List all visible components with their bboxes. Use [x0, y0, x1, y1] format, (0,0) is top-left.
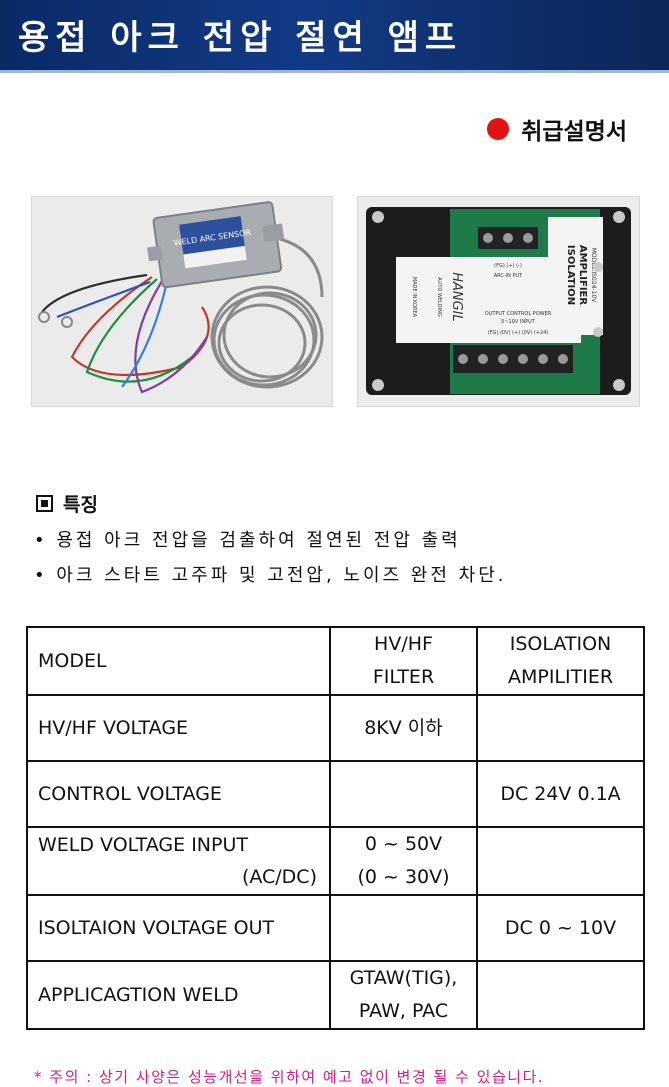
square-bullet-icon	[36, 495, 53, 512]
row-filter-value: GTAW(TIG), PAW, PAC	[329, 960, 478, 1030]
table-row: APPLICAGTION WELD GTAW(TIG), PAW, PAC	[26, 960, 645, 1030]
row-isolation-value	[476, 960, 645, 1030]
row-label: ISOLTAION VOLTAGE OUT	[26, 894, 331, 962]
sensor-photo-illustration: WELD ARC SENSOR	[32, 197, 332, 406]
amplifier-photo-illustration: ISOLATION AMPLIFIER MODEL:IS024-10V HANG…	[358, 197, 639, 406]
row-filter-line1: 0 ~ 50V	[364, 833, 443, 855]
row-label: CONTROL VOLTAGE	[26, 760, 331, 828]
header-isolation-cell: ISOLATION AMPILITIER	[476, 626, 645, 696]
board-title-2: AMPLIFIER	[577, 245, 588, 305]
header-model-cell: MODEL	[26, 626, 331, 696]
feature-item: • 용접 아크 전압을 검출하여 절연된 전압 출력	[34, 530, 461, 551]
footer-note: * 주의 : 상기 사양은 성능개선을 위하여 예고 없이 변경 될 수 있습니…	[34, 1068, 545, 1086]
row-filter-line1: GTAW(TIG),	[349, 967, 458, 989]
row-filter-value	[329, 760, 478, 828]
table-row: WELD VOLTAGE INPUT (AC/DC) 0 ~ 50V (0 ~ …	[26, 826, 645, 896]
row-isolation-value: DC 0 ~ 10V	[476, 894, 645, 962]
header-filter-line1: HV/HF	[374, 633, 433, 655]
header-isolation-line2: AMPILITIER	[507, 666, 614, 688]
row-isolation-value: DC 24V 0.1A	[476, 760, 645, 828]
board-out-terms: (FG) (0V) (+) (0V) (+24)	[488, 330, 549, 336]
row-label-line1: WELD VOLTAGE INPUT	[38, 834, 248, 856]
subtitle-text: 취급설명서	[521, 119, 627, 145]
page-title: 용접 아크 전압 절연 앰프	[18, 18, 463, 58]
board-made-in: MADE IN KOREA	[411, 277, 417, 318]
features-heading: 특징	[36, 490, 98, 517]
board-arc-label: ARC-IN PUT	[494, 273, 523, 279]
row-isolation-value	[476, 694, 645, 762]
feature-item: • 아크 스타트 고주파 및 고전압, 노이즈 완전 차단.	[34, 565, 507, 586]
red-dot-icon	[487, 118, 510, 140]
row-filter-value	[329, 894, 478, 962]
header-filter-line2: FILTER	[372, 666, 435, 688]
product-photo-amplifier: ISOLATION AMPLIFIER MODEL:IS024-10V HANG…	[357, 196, 640, 407]
board-brand-sub: AUTO WELDING	[436, 277, 442, 317]
table-row: CONTROL VOLTAGE DC 24V 0.1A	[26, 760, 645, 828]
manual-subtitle: 취급설명서	[487, 112, 627, 146]
features-title: 특징	[63, 494, 98, 516]
row-label-line2: (AC/DC)	[241, 866, 317, 888]
board-brand: HANGIL	[449, 272, 464, 322]
board-arc-terms: (FG) (+) (-)	[494, 263, 522, 269]
row-isolation-value	[476, 826, 645, 896]
product-photo-sensor: WELD ARC SENSOR	[31, 196, 333, 407]
row-filter-value: 8KV 이하	[329, 694, 478, 762]
row-label: HV/HF VOLTAGE	[26, 694, 331, 762]
row-label: APPLICAGTION WELD	[26, 960, 331, 1030]
board-out-sub: 0~10V INPUT	[501, 319, 536, 325]
row-filter-line2: PAW, PAC	[358, 1000, 449, 1022]
table-row: HV/HF VOLTAGE 8KV 이하	[26, 694, 645, 762]
spec-table: MODEL HV/HF FILTER ISOLATION AMPILITIER …	[26, 626, 645, 1030]
table-header-row: MODEL HV/HF FILTER ISOLATION AMPILITIER	[26, 626, 645, 696]
board-out-label: OUTPUT CONTROL POWER	[485, 311, 552, 317]
table-row: ISOLTAION VOLTAGE OUT DC 0 ~ 10V	[26, 894, 645, 962]
row-filter-line2: (0 ~ 30V)	[357, 866, 450, 888]
board-title-1: ISOLATION	[565, 245, 576, 305]
row-filter-value: 0 ~ 50V (0 ~ 30V)	[329, 826, 478, 896]
board-model: MODEL:IS024-10V	[590, 248, 597, 304]
row-label: WELD VOLTAGE INPUT (AC/DC)	[26, 826, 331, 896]
header-filter-cell: HV/HF FILTER	[329, 626, 478, 696]
header-isolation-line1: ISOLATION	[509, 633, 612, 655]
header-banner: 용접 아크 전압 절연 앰프	[0, 0, 669, 73]
